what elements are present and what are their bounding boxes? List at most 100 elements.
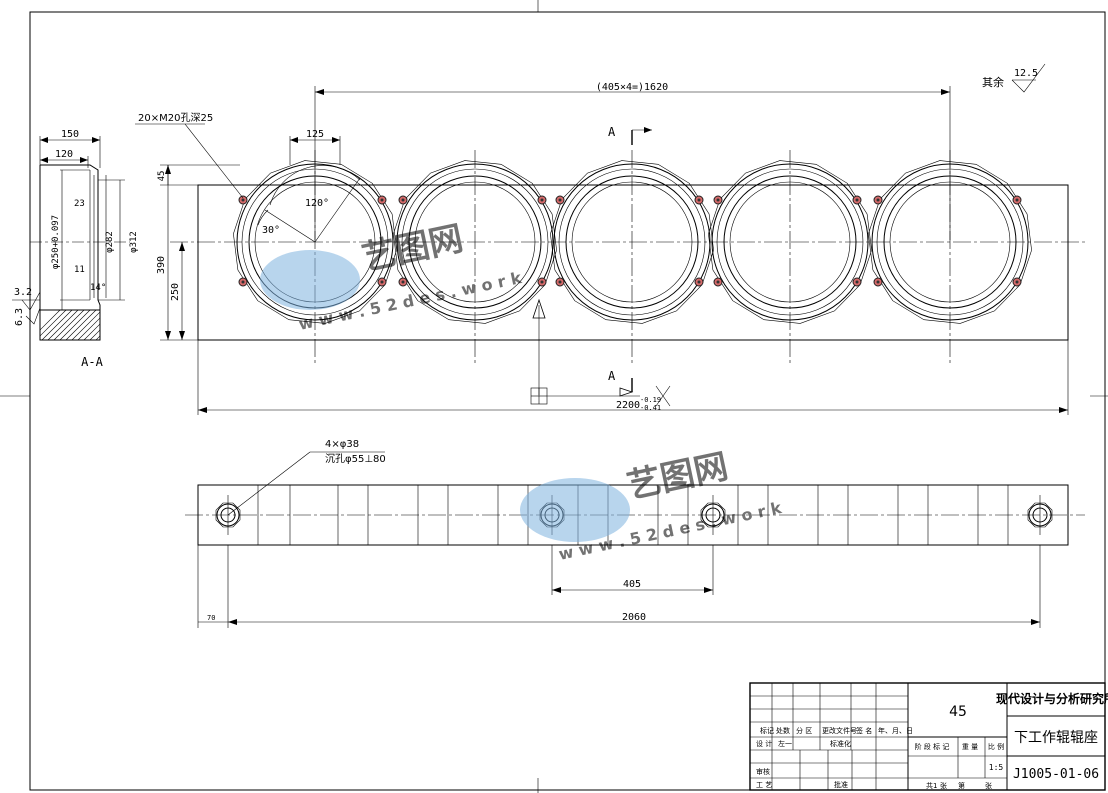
svg-text:更改文件号: 更改文件号 [822,726,857,735]
watermark-2: 艺图网 w w w . 5 2 d e s . w o r k [520,446,784,564]
bearing-rings [233,150,1032,365]
hatch-line [89,329,100,340]
ring-outer-polygon [708,160,872,324]
svg-text:405: 405 [623,579,641,590]
material: 45 [949,704,967,720]
hatch-line [108,310,138,340]
pitch-total-dim: (405×4=)1620 [596,82,668,93]
hatch-line [71,311,100,340]
tapped-hole-center [876,198,880,202]
svg-text:23: 23 [74,199,85,209]
svg-text:批准: 批准 [834,780,848,789]
svg-text:其余: 其余 [982,75,1004,89]
ring-outer-polygon [393,160,557,324]
hatch-line [102,310,132,340]
bottom-view: 4×φ38 沉孔φ55⊥80 405 2060 70 [185,439,1085,628]
svg-text:11: 11 [74,265,85,275]
svg-text:3.2: 3.2 [14,287,32,298]
section-mark-top: A [608,125,616,139]
tapped-hole-center [401,280,405,284]
tapped-hole-center [558,280,562,284]
scale: 1:5 [989,763,1004,772]
svg-text:阶 段 标 记: 阶 段 标 记 [915,742,950,751]
tapped-hole-center [241,198,245,202]
tapped-hole-center [558,198,562,202]
tapped-hole-center [380,280,384,284]
svg-text:工 艺: 工 艺 [756,781,772,789]
hatch-line [83,323,100,340]
title-block: 45 现代设计与分析研究所 下工作辊辊座 J1005-01-06 阶 段 标 记… [749,682,1108,791]
overall-length-dim: 2200 [616,400,640,411]
tapped-hole-center [697,198,701,202]
drawing-number: J1005-01-06 [1013,767,1099,782]
svg-text:150: 150 [61,129,79,140]
svg-text:分 区: 分 区 [796,726,812,735]
tapped-hole-spec: 20×M20孔深25 [138,112,213,124]
svg-text:处数: 处数 [776,726,790,735]
institute: 现代设计与分析研究所 [996,691,1108,706]
svg-text:6.3: 6.3 [14,308,25,326]
hatch-line [65,310,97,340]
section-mark-bottom: A [608,369,616,383]
svg-text:标记: 标记 [760,726,774,735]
svg-text:审核: 审核 [756,767,770,776]
svg-text:重 量: 重 量 [962,743,978,751]
tapped-hole-center [716,280,720,284]
svg-text:第: 第 [958,781,965,790]
counterbore-outline [700,502,726,528]
svg-text:艺图网: 艺图网 [359,218,467,278]
svg-text:比 例: 比 例 [988,742,1004,751]
hatch-line [77,317,100,340]
tapped-holes [238,195,1022,287]
tapped-hole-center [380,198,384,202]
hatch-line [40,310,61,331]
svg-text:左一: 左一 [778,739,792,748]
tapped-hole-center [540,198,544,202]
svg-text:沉孔φ55⊥80: 沉孔φ55⊥80 [325,452,386,465]
tapped-hole-center [855,198,859,202]
ring-outer-polygon [550,160,714,324]
section-view-aa: 150 120 23 11 14° φ250+0.097 φ282 φ312 3… [12,129,139,369]
svg-text:张: 张 [985,781,992,790]
angle-30: 30° [262,225,280,236]
tapped-hole-center [401,198,405,202]
svg-text:标准化: 标准化 [830,739,851,748]
part-name: 下工作辊辊座 [1014,730,1098,746]
tapped-hole-center [1015,198,1019,202]
svg-text:70: 70 [207,614,215,622]
section-label: A-A [81,355,103,369]
top-view: (405×4=)1620 20×M20孔深25 125 120° 30° 390… [135,82,1085,415]
svg-text:签 名: 签 名 [856,726,872,735]
svg-text:设 计: 设 计 [756,739,772,748]
counterbore-outline [1027,502,1053,528]
svg-text:年、月、日: 年、月、日 [878,726,913,735]
watermark-1: 艺图网 w w w . 5 2 d e s . w o r k [260,218,524,334]
ring-outer-polygon [868,160,1032,324]
tapped-hole-center [716,198,720,202]
svg-text:φ250+0.097: φ250+0.097 [51,215,61,269]
ring-outer-polygon [233,160,397,324]
tapped-hole-center [540,280,544,284]
svg-text:φ312: φ312 [129,231,139,253]
tapped-hole-center [855,280,859,284]
svg-text:12.5: 12.5 [1014,68,1038,79]
svg-text:共1: 共1 [926,781,937,790]
tapped-hole-center [1015,280,1019,284]
roughness-note: 其余 12.5 [982,63,1046,93]
tapped-hole-center [241,280,245,284]
hatch-line [59,310,91,340]
svg-text:张: 张 [940,781,947,790]
svg-text:4×φ38: 4×φ38 [325,439,359,450]
sheet-border [29,11,1106,791]
angle-120: 120° [305,198,329,209]
svg-text:φ282: φ282 [105,231,115,253]
tolerance-lower: -0.41 [640,404,661,412]
tapped-hole-center [697,280,701,284]
top-offset-dim: 45 [157,171,167,182]
height-total-dim: 390 [156,256,167,274]
hatch-line [41,310,73,340]
tolerance-upper: -0.19 [640,396,661,404]
height-half-dim: 250 [170,283,181,301]
hatch-line [47,310,79,340]
